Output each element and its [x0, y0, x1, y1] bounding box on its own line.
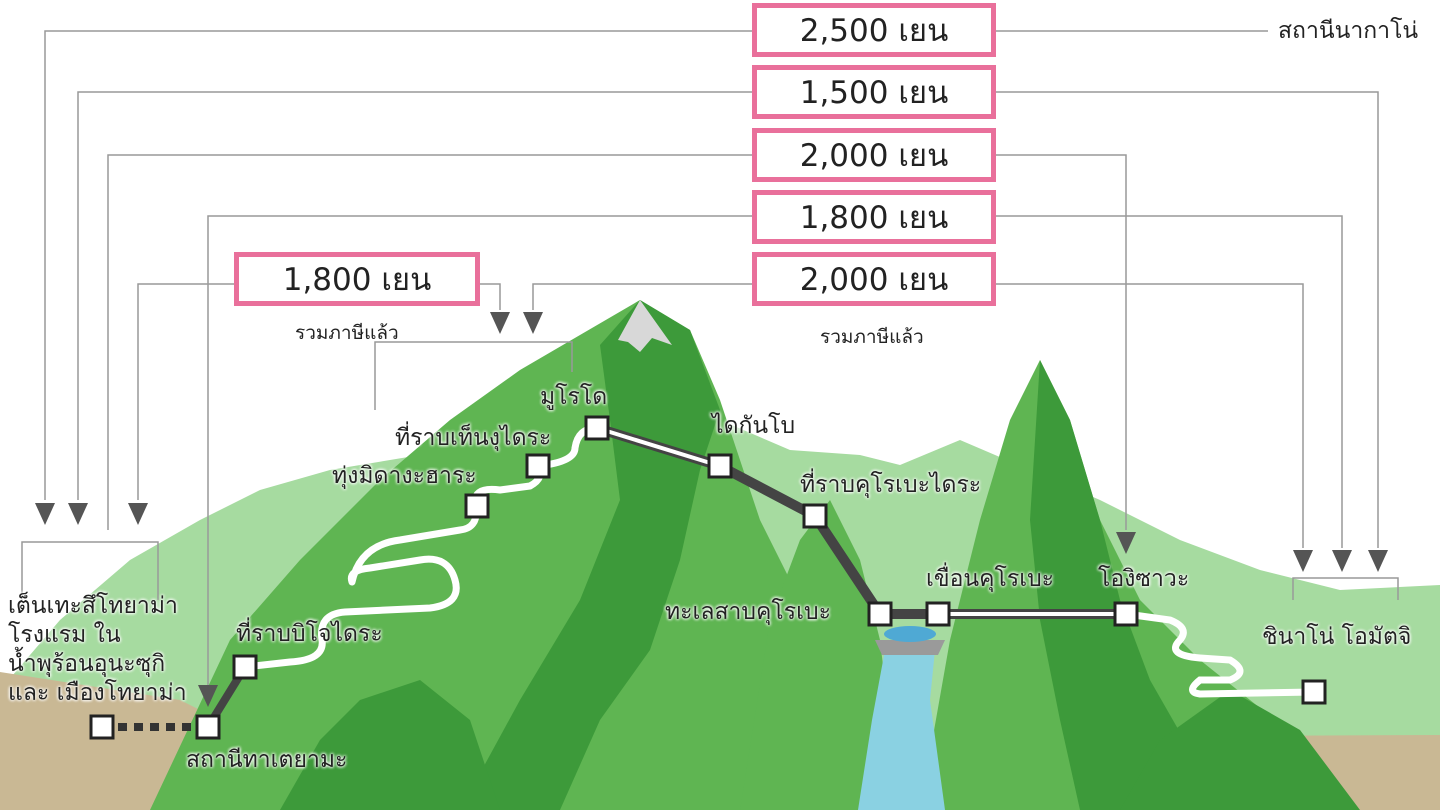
station-marker-midagahara	[464, 493, 490, 519]
route-omachi-road	[1122, 610, 1318, 698]
label-kurobe-dam: เขื่อนคุโรเบะ	[926, 566, 1055, 592]
fare-box-2000-a: 2,000 เยน	[752, 128, 996, 182]
station-markers	[89, 415, 1327, 740]
kurobe-lake-water	[884, 626, 936, 642]
station-marker-kurobe-lake	[867, 601, 893, 627]
label-kurobe-lake: ทะเลสาบคุโรเบะ	[665, 599, 831, 625]
tax-note-right: รวมภาษีแล้ว	[820, 326, 924, 348]
label-midagahara: ทุ่งมิดางะฮาระ	[332, 463, 477, 489]
station-marker-kurobe-dam	[925, 601, 951, 627]
route-ropeway-inner	[596, 426, 721, 468]
label-tateyama: สถานีทาเตยามะ	[186, 747, 348, 773]
station-marker-toyama	[89, 714, 115, 740]
station-marker-daikanbo	[707, 453, 733, 479]
fare-box-1800-b: 1,800 เยน	[234, 252, 480, 306]
label-shinano-omachi: ชินาโน่ โอมัตจิ	[1262, 624, 1412, 650]
tateyama-mountain-shade	[460, 300, 720, 810]
right-mountain-shade	[1030, 360, 1210, 810]
fare-box-1800-a: 1,800 เยน	[752, 190, 996, 244]
station-marker-bijodaira	[232, 654, 258, 680]
label-daikanbo: ไดกันโบ	[712, 413, 796, 439]
snow-cap	[618, 300, 672, 352]
label-toyama: เต็นเทะสึโทยาม่า โรงแรม ใน น้ำพุร้อนอุนะ…	[8, 593, 187, 706]
fare-box-2000-b: 2,000 เยน	[752, 252, 996, 306]
station-marker-kurobedaira	[802, 503, 828, 529]
label-bijodaira: ที่ราบบิโจไดระ	[236, 621, 383, 647]
kurobe-river	[858, 650, 945, 810]
label-shinano-omachi-station: สถานีนากาโน่	[1278, 18, 1419, 44]
station-marker-murodo	[584, 415, 610, 441]
label-kurobedaira: ที่ราบคุโรเบะไดระ	[800, 472, 982, 498]
fare-box-2500: 2,500 เยน	[752, 3, 996, 57]
fare-connectors	[21, 30, 1399, 685]
label-ogizawa: โองิซาวะ	[1098, 566, 1190, 592]
label-murodo: มูโรโด	[540, 384, 608, 410]
kurobe-dam	[875, 640, 945, 655]
station-marker-tengudaira	[525, 453, 551, 479]
foreground-hill-left	[280, 680, 500, 810]
station-marker-omachi	[1301, 679, 1327, 705]
station-marker-tateyama	[195, 714, 221, 740]
tax-note-left: รวมภาษีแล้ว	[295, 322, 399, 344]
fare-box-1500: 1,500 เยน	[752, 65, 996, 119]
label-tengudaira: ที่ราบเท็นงุไดระ	[395, 425, 552, 451]
station-marker-ogizawa	[1113, 601, 1139, 627]
fare-arrows	[35, 312, 1388, 707]
foreground-hill-right	[1120, 690, 1360, 810]
